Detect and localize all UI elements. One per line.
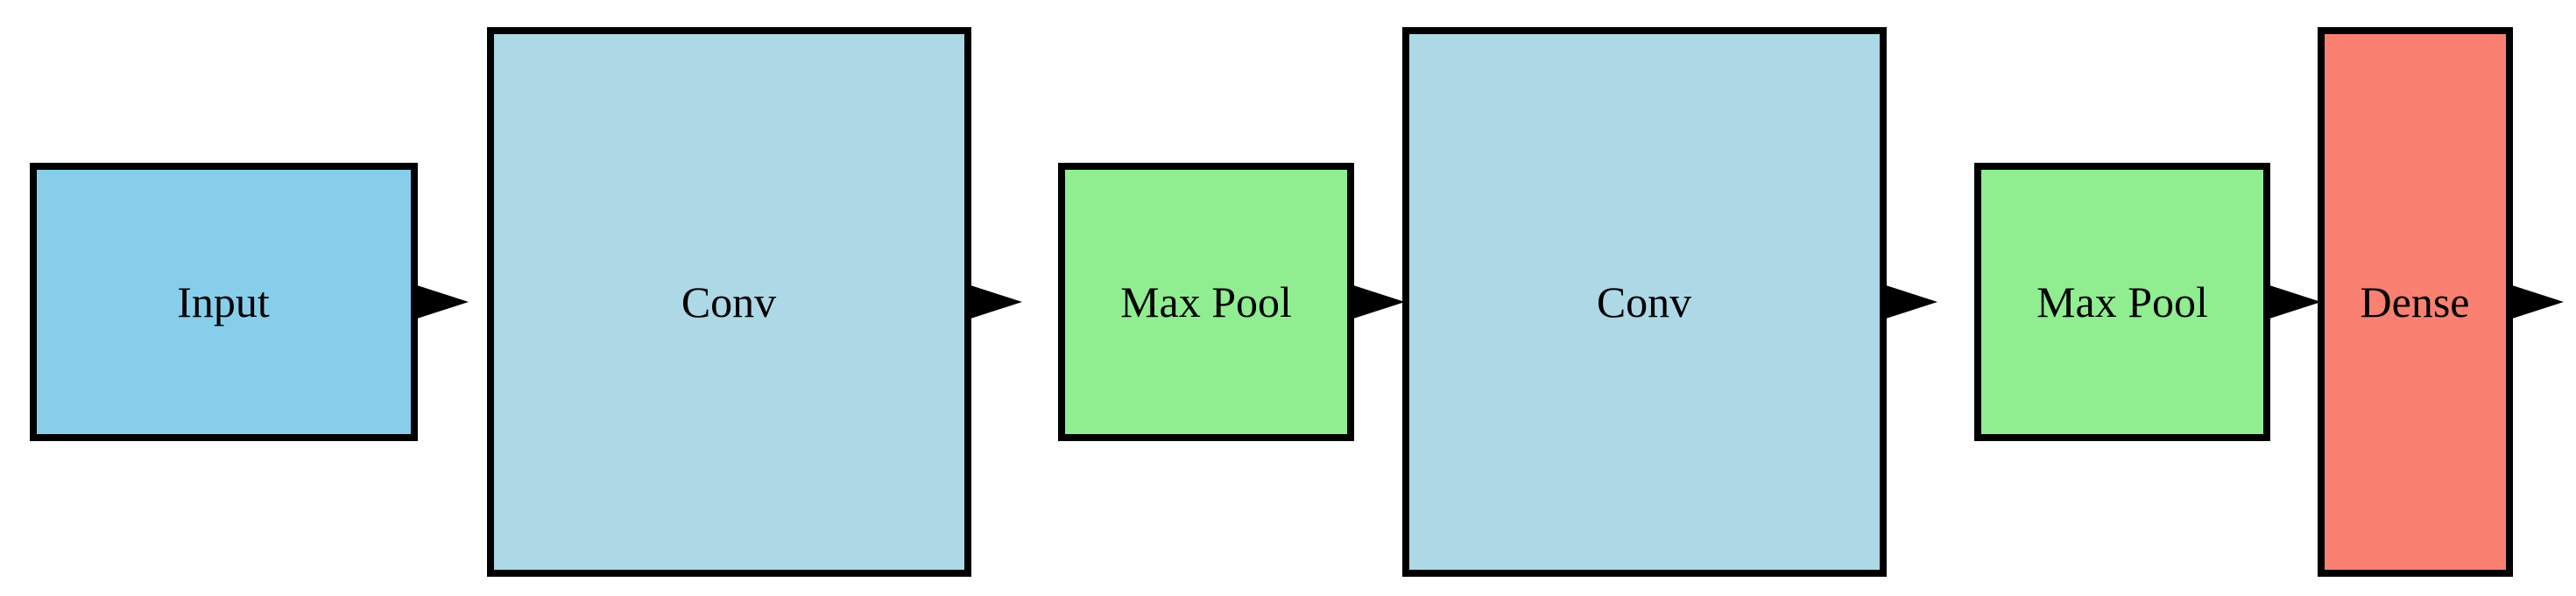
edge-arrow-maxpool-dense [2267,284,2321,319]
node-conv-1: Conv [487,27,971,577]
node-input-box [30,163,418,441]
node-max-pool-2-box [1974,163,2270,441]
edge-arrow-maxpool-conv-2 [1351,284,1405,319]
node-max-pool-1-box [1058,163,1354,441]
edge-arrow-input-conv [414,284,469,319]
node-conv-1-label: Conv [681,277,776,326]
edge-arrow-dense-output [2509,284,2564,319]
node-max-pool-2: Max Pool [1974,163,2270,441]
node-max-pool-2-label: Max Pool [2036,277,2208,326]
node-conv-2: Conv [1402,27,1887,577]
node-input-label: Input [177,277,270,326]
node-conv-1-box [487,27,971,577]
node-dense-box [2318,27,2513,577]
node-max-pool-1: Max Pool [1058,163,1354,441]
edge-arrow-conv-maxpool-1 [968,284,1022,319]
node-max-pool-1-label: Max Pool [1120,277,1292,326]
node-dense-label: Dense [2361,277,2470,326]
node-conv-2-label: Conv [1597,277,1691,326]
node-conv-2-box [1402,27,1887,577]
node-dense: Dense [2318,27,2513,577]
node-input: Input [30,163,418,441]
edge-arrow-conv-maxpool-2 [1883,284,1937,319]
